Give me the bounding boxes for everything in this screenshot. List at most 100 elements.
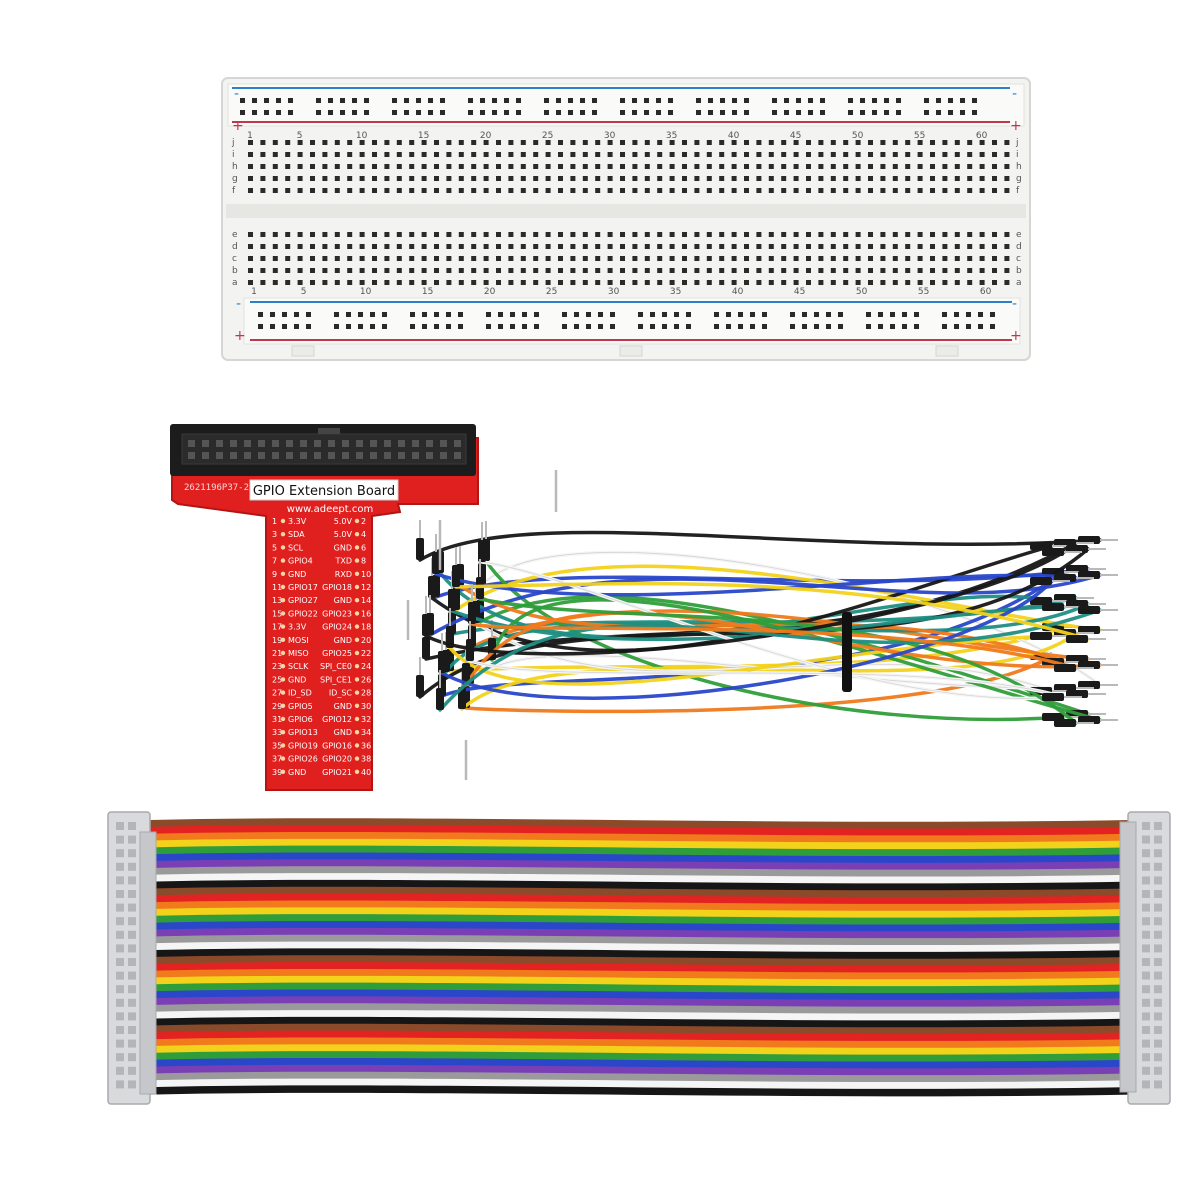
connector-hole <box>128 903 136 912</box>
breadboard-hole <box>781 188 787 193</box>
rail-hole <box>890 324 895 329</box>
rail-hole <box>656 110 661 115</box>
connector-hole <box>116 985 124 994</box>
jumper-plug <box>478 540 486 562</box>
breadboard-hole <box>992 280 997 285</box>
breadboard-hole <box>744 280 749 285</box>
ribbon-wire <box>150 941 1130 953</box>
breadboard-hole <box>595 140 601 145</box>
breadboard-hole <box>744 140 749 145</box>
pin-pad-right <box>354 756 360 761</box>
rail-hole <box>866 312 871 317</box>
breadboard-hole <box>558 152 563 157</box>
breadboard-hole <box>781 152 787 157</box>
breadboard-hole <box>347 280 353 285</box>
breadboard-hole <box>545 152 551 157</box>
breadboard-hole <box>285 244 291 249</box>
breadboard-hole <box>942 176 948 181</box>
breadboard-hole <box>818 188 824 193</box>
rail-hole <box>838 312 843 317</box>
breadboard-hole <box>781 232 787 237</box>
breadboard-hole <box>508 244 514 249</box>
rail-hole <box>620 110 625 115</box>
rail-hole <box>668 110 673 115</box>
pin-label-right: GPIO18 <box>322 583 352 592</box>
breadboard-hole <box>620 188 625 193</box>
breadboard-hole <box>632 268 638 273</box>
breadboard-hole <box>372 188 377 193</box>
ribbon-wire <box>150 907 1130 919</box>
pin-pad-right <box>354 677 360 682</box>
rail-hole <box>358 324 363 329</box>
pin-label-left: SCLK <box>288 662 309 671</box>
ribbon-wire <box>150 1037 1130 1049</box>
breadboard-hole <box>917 256 923 261</box>
breadboard-hole <box>781 280 787 285</box>
pin-number-right: 40 <box>361 768 371 777</box>
breadboard-hole <box>657 280 663 285</box>
breadboard-hole <box>694 280 700 285</box>
column-number-top: 50 <box>852 131 864 141</box>
breadboard-hole <box>744 176 749 181</box>
breadboard-hole <box>880 164 886 169</box>
connector-hole <box>128 1066 136 1075</box>
breadboard-hole <box>942 280 948 285</box>
breadboard-hole <box>409 152 415 157</box>
rail-hole <box>568 110 573 115</box>
column-number-bottom: 30 <box>608 287 620 297</box>
breadboard-hole <box>706 188 712 193</box>
ribbon-wire <box>150 818 1130 830</box>
breadboard-hole <box>334 280 340 285</box>
rail-hole <box>732 110 737 115</box>
header-pin <box>370 440 377 447</box>
rail-hole <box>340 98 345 103</box>
breadboard-hole <box>868 140 873 145</box>
header-pin <box>356 440 363 447</box>
breadboard-hole <box>272 232 278 237</box>
breadboard-hole <box>607 244 613 249</box>
breadboard-hole <box>396 188 402 193</box>
header-pin <box>230 440 237 447</box>
rail-hole <box>762 324 767 329</box>
rail-hole <box>422 324 427 329</box>
breadboard-hole <box>868 164 873 169</box>
header-pin <box>398 440 405 447</box>
breadboard-hole <box>967 188 973 193</box>
breadboard-hole <box>272 280 278 285</box>
header-pin <box>300 452 307 459</box>
breadboard-hole <box>992 140 997 145</box>
breadboard-hole <box>644 164 650 169</box>
connector-hole <box>116 1066 124 1075</box>
connector-hole <box>1142 1039 1150 1048</box>
breadboard-hole <box>359 140 365 145</box>
ribbon-wire <box>150 1010 1130 1021</box>
breadboard-hole <box>930 232 935 237</box>
pin-pad-left <box>280 532 286 537</box>
ribbon-wire <box>150 975 1130 987</box>
rail-hole <box>556 110 561 115</box>
breadboard-hole <box>880 244 886 249</box>
rail-hole <box>410 324 415 329</box>
jumper-plug <box>416 675 424 697</box>
breadboard-hole <box>458 232 464 237</box>
breadboard-hole <box>967 232 973 237</box>
pin-number-left: 27 <box>272 689 282 698</box>
breadboard-hole <box>384 244 390 249</box>
breadboard-hole <box>979 164 985 169</box>
breadboard-hole <box>533 244 539 249</box>
gpio-pcb <box>171 437 479 791</box>
rail-hole <box>562 312 567 317</box>
pin-number-right: 4 <box>361 530 366 539</box>
jumper-plug <box>432 552 440 574</box>
pin-number-left: 17 <box>272 623 282 632</box>
ribbon-wire <box>150 873 1130 884</box>
breadboard-hole <box>868 256 873 261</box>
rail-hole <box>954 324 959 329</box>
breadboard-hole <box>669 232 675 237</box>
breadboard-hole <box>446 188 452 193</box>
connector-hole <box>1154 998 1162 1007</box>
breadboard-hole <box>806 244 811 249</box>
jumper-plug <box>1042 548 1064 556</box>
jumper-wire-outline <box>469 655 1077 689</box>
breadboard-hole <box>322 164 328 169</box>
